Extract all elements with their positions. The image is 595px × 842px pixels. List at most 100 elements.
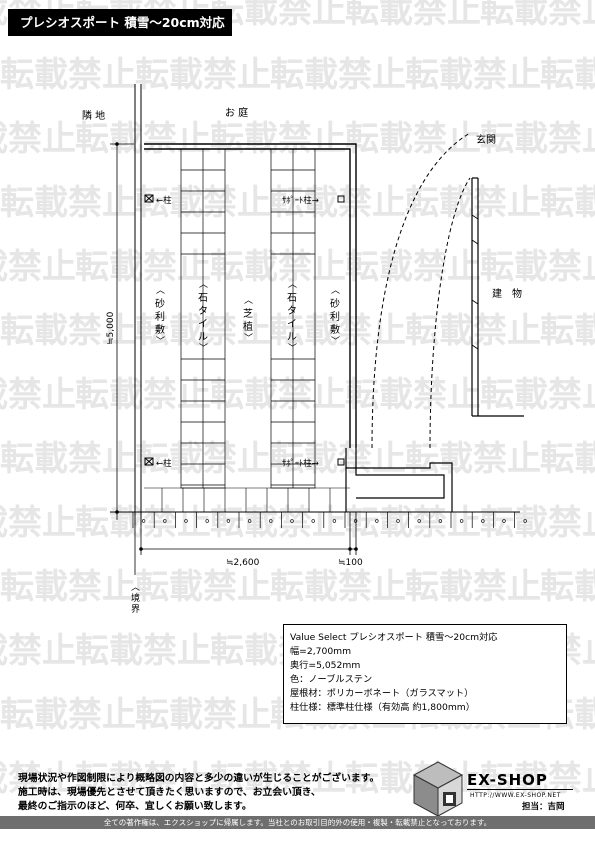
watermark-text: 転載禁止 bbox=[345, 247, 481, 287]
watermark-text: 転載禁止 bbox=[480, 759, 595, 799]
svg-text:タ: タ bbox=[287, 305, 297, 317]
watermark-text: 転載禁止 bbox=[480, 0, 595, 31]
watermark-text: 転載禁止 bbox=[0, 567, 136, 607]
watermark-text: 転載禁止 bbox=[210, 0, 346, 31]
watermark-text: 転載禁止 bbox=[135, 567, 271, 607]
watermark-text: 転載禁止 bbox=[75, 119, 211, 159]
watermark-text: 転載禁止 bbox=[480, 119, 595, 159]
watermark-text: 転載禁止 bbox=[0, 247, 76, 287]
watermark-text: 転載禁止 bbox=[480, 375, 595, 415]
watermark-text: 転載禁止 bbox=[135, 55, 271, 95]
logo-divider bbox=[467, 789, 573, 790]
door-swing-arcs bbox=[371, 132, 471, 449]
svg-text:敷: 敷 bbox=[155, 323, 165, 336]
post-label-top-left: ←柱 bbox=[156, 195, 172, 206]
logo-url: HTTP://WWW.EX-SHOP.NET bbox=[470, 792, 561, 799]
svg-text:砂: 砂 bbox=[330, 297, 340, 310]
spec-box: Value Select プレシオスポート 積雪～20cm対応 幅=2,700m… bbox=[283, 624, 567, 724]
watermark-text: 転載禁止 bbox=[210, 375, 346, 415]
gravel-label-right: ︿砂利敷﹀ bbox=[330, 286, 340, 347]
ex-shop-logo-icon bbox=[412, 761, 464, 817]
watermark-text: 転載禁止 bbox=[0, 759, 76, 799]
watermark-text: 転載禁止 bbox=[540, 55, 595, 95]
post-label-bottom-left: ←柱 bbox=[156, 458, 172, 469]
svg-text:芝: 芝 bbox=[243, 307, 253, 320]
copyright-footer: 全ての著作権は、エクスショップに帰属します。当社とのお取引目的外の使用・複製・転… bbox=[0, 816, 595, 829]
support-post-label-top: ｻﾎﾟｰﾄ柱→ bbox=[282, 195, 319, 206]
spec-width: 幅=2,700mm bbox=[290, 646, 352, 657]
watermark-text: 転載禁止 bbox=[540, 183, 595, 223]
svg-text:敷: 敷 bbox=[330, 323, 340, 336]
watermark-text: 転載禁止 bbox=[405, 439, 541, 479]
watermark-text: 転載禁止 bbox=[0, 375, 76, 415]
stone-tile-strip-right bbox=[270, 148, 316, 489]
spec-depth: 奥行=5,052mm bbox=[290, 660, 361, 671]
svg-text:イ: イ bbox=[198, 319, 208, 330]
watermark-text: 転載禁止 bbox=[0, 439, 136, 479]
note-line: 施工時は、現場優先とさせて頂きたく思いますので、お立会い頂き、 bbox=[18, 787, 321, 798]
building-outline bbox=[471, 177, 524, 417]
svg-text:石: 石 bbox=[287, 293, 297, 304]
watermark-text: 転載禁止 bbox=[540, 567, 595, 607]
boundary-label: ︿境界 bbox=[131, 583, 140, 615]
watermark-text: 転載禁止 bbox=[0, 503, 76, 543]
width-dimension: ≒2,600 bbox=[226, 558, 260, 568]
svg-text:﹀: ﹀ bbox=[288, 343, 297, 354]
watermark-text: 転載禁止 bbox=[0, 311, 136, 351]
gravel-label-left: ︿砂利敷﹀ bbox=[155, 286, 165, 347]
grass-label: ︿芝植﹀ bbox=[243, 296, 253, 344]
svg-text:利: 利 bbox=[155, 311, 165, 323]
svg-text:﹀: ﹀ bbox=[199, 343, 208, 354]
watermark-text: 転載禁止 bbox=[405, 311, 541, 351]
spec-color: 色：ノーブルステン bbox=[290, 674, 373, 685]
depth-dimension: ≒5,000 bbox=[106, 311, 116, 345]
watermark-text: 転載禁止 bbox=[405, 183, 541, 223]
watermark-text: 転載禁止 bbox=[0, 119, 76, 159]
watermark-text: 転載禁止 bbox=[345, 0, 481, 31]
watermark-text: 転載禁止 bbox=[135, 695, 271, 735]
note-line: 現場状況や作図制限により概略図の内容と多少の違いが生じることがございます。 bbox=[18, 773, 380, 784]
watermark-text: 転載禁止 bbox=[210, 247, 346, 287]
watermark-text: 転載禁止 bbox=[75, 247, 211, 287]
offset-dimension: ≒100 bbox=[338, 558, 363, 568]
svg-text:イ: イ bbox=[287, 319, 297, 330]
svg-text:﹀: ﹀ bbox=[156, 336, 165, 347]
watermark-text: 転載禁止 bbox=[0, 183, 136, 223]
watermark-text: 転載禁止 bbox=[75, 503, 211, 543]
watermark-text: 転載禁止 bbox=[75, 375, 211, 415]
svg-text:︿: ︿ bbox=[244, 296, 253, 306]
front-step bbox=[345, 448, 453, 512]
watermark-text: 転載禁止 bbox=[270, 567, 406, 607]
page-title: プレシオスポート 積雪～20cm対応 bbox=[8, 9, 232, 36]
watermark-text: 転載禁止 bbox=[75, 631, 211, 671]
watermark-text: 転載禁止 bbox=[0, 631, 76, 671]
svg-text:石: 石 bbox=[198, 293, 208, 304]
watermark-text: 転載禁止 bbox=[345, 119, 481, 159]
watermark-text: 転載禁止 bbox=[480, 247, 595, 287]
svg-text:植: 植 bbox=[243, 320, 253, 333]
spec-post: 柱仕様：標準柱仕様（有効高 約1,800mm） bbox=[290, 702, 475, 713]
svg-text:利: 利 bbox=[330, 311, 340, 323]
watermark-text: 転載禁止 bbox=[0, 695, 136, 735]
watermark-text: 転載禁止 bbox=[480, 503, 595, 543]
spec-name: Value Select プレシオスポート 積雪～20cm対応 bbox=[290, 632, 498, 643]
watermark-text: 転載禁止 bbox=[345, 375, 481, 415]
svg-text:︿: ︿ bbox=[331, 286, 340, 296]
road-edge-ticks bbox=[132, 512, 527, 528]
watermark-text: 転載禁止 bbox=[0, 55, 136, 95]
svg-text:﹀: ﹀ bbox=[331, 336, 340, 347]
svg-text:タ: タ bbox=[198, 305, 208, 317]
neighbor-label: 隣 地 bbox=[82, 109, 105, 122]
watermark-text: 転載禁止 bbox=[345, 503, 481, 543]
staff-name: 担当：吉岡 bbox=[522, 802, 565, 812]
watermark-text: 転載禁止 bbox=[210, 759, 346, 799]
building-label: 建 物 bbox=[492, 287, 522, 300]
note-line: 最終のご指示のほど、何卒、宜しくお願い致します。 bbox=[18, 801, 252, 812]
svg-text:ル: ル bbox=[287, 332, 297, 343]
watermark-layer: 転載禁止転載禁止転載禁止転載禁止転載禁止転載禁止転載禁止転載禁止転載禁止転載禁止… bbox=[0, 0, 595, 799]
watermark-text: 転載禁止 bbox=[540, 311, 595, 351]
watermark-text: 転載禁止 bbox=[210, 119, 346, 159]
